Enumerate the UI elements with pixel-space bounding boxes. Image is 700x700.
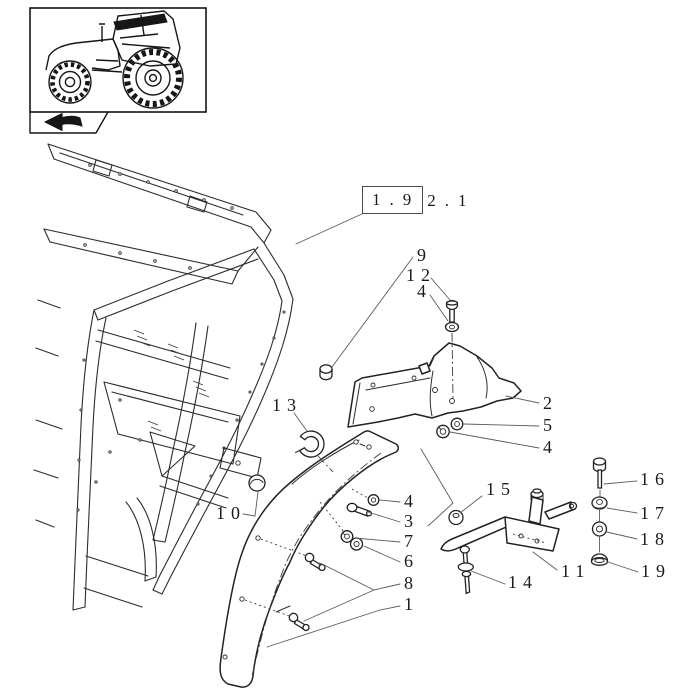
bolt-part-16 <box>592 457 607 489</box>
callout-10[interactable]: 10 <box>216 503 246 523</box>
callout-9[interactable]: 9 <box>417 245 432 265</box>
clip-part-13 <box>295 430 325 458</box>
callout-6[interactable]: 6 <box>404 551 419 571</box>
callout-18[interactable]: 18 <box>640 529 670 549</box>
bolt-part-12 <box>445 299 459 323</box>
callouts: 9 12 4 2 5 4 13 10 4 3 7 6 8 1 15 14 11 … <box>216 245 671 614</box>
section-code-leader <box>295 212 365 245</box>
tractor-thumbnail <box>29 7 207 134</box>
callout-4-right[interactable]: 4 <box>543 437 558 457</box>
support-bracket-part-11 <box>440 488 578 552</box>
bolt-part-8-lower <box>288 612 310 632</box>
prev-section-arrow-icon <box>43 112 83 132</box>
plug-part-10 <box>248 474 266 492</box>
callout-5[interactable]: 5 <box>543 415 558 435</box>
callout-4-mid[interactable]: 4 <box>404 491 419 511</box>
washer-part-18 <box>591 521 608 537</box>
fender-extension-part-2 <box>347 342 522 428</box>
washer-part-6 <box>349 537 364 551</box>
bushing-part-9 <box>319 364 333 381</box>
section-code-label: 1.9 2.1 <box>362 186 476 214</box>
washer-part-5 <box>450 417 464 431</box>
callout-13[interactable]: 13 <box>272 395 302 415</box>
callout-15[interactable]: 15 <box>486 479 516 499</box>
bolt-part-14 <box>457 545 474 595</box>
callout-8[interactable]: 8 <box>404 573 419 593</box>
washer-part-7 <box>340 530 354 543</box>
callout-4-top[interactable]: 4 <box>417 281 432 301</box>
washer-part-4-right <box>436 424 450 439</box>
callout-12[interactable]: 12 <box>406 265 436 285</box>
section-code-suffix: 2.1 <box>427 190 476 210</box>
fender-part-1 <box>219 430 399 688</box>
callout-16[interactable]: 16 <box>640 469 670 489</box>
callout-7[interactable]: 7 <box>404 531 419 551</box>
callout-3[interactable]: 3 <box>404 511 419 531</box>
callout-14[interactable]: 14 <box>508 572 538 592</box>
cap-part-19 <box>590 553 609 566</box>
cab-frame-drawing <box>33 143 294 611</box>
leader-lines <box>242 256 639 648</box>
washer-part-4-top <box>444 321 460 333</box>
hardware-parts <box>248 299 609 632</box>
callout-1[interactable]: 1 <box>404 594 419 614</box>
bolt-part-3 <box>346 502 373 517</box>
bolt-part-8-upper <box>304 552 326 572</box>
section-code-boxed: 1.9 <box>362 186 424 214</box>
callout-19[interactable]: 19 <box>641 561 671 581</box>
washer-part-4-mid <box>367 494 380 506</box>
callout-2[interactable]: 2 <box>543 393 558 413</box>
callout-17[interactable]: 17 <box>640 503 670 523</box>
washer-part-17 <box>591 496 608 510</box>
callout-11[interactable]: 11 <box>561 561 590 581</box>
rivet-part-15 <box>448 509 464 526</box>
